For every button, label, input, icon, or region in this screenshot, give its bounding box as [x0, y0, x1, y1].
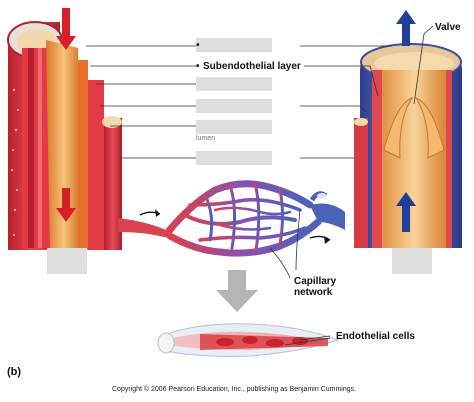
blank-label-box-4 [196, 120, 272, 134]
leader-lines [86, 25, 434, 346]
artery-flow-arrow-bottom [56, 188, 76, 222]
artery-flow-arrow-top [56, 8, 76, 50]
artery-lumen [46, 40, 82, 250]
copyright-notice: Copyright © 2006 Pearson Education, Inc.… [112, 386, 357, 393]
vein-lumen [382, 70, 446, 248]
blank-label-box-1 [196, 38, 272, 52]
capillary-network [164, 180, 322, 257]
artery [7, 8, 122, 250]
label-valve: Valve [435, 22, 461, 33]
vein-valve [383, 97, 414, 159]
magnify-arrow [216, 270, 258, 312]
blank-label-box-5 [196, 151, 272, 165]
capillary-detail [157, 323, 340, 357]
vein-flow-arrow-top [396, 10, 416, 46]
label-endothelial-cells: Endothelial cells [336, 331, 415, 342]
blank-label-box-vein [392, 248, 432, 274]
panel-label: (b) [7, 366, 22, 378]
blank-label-box-2 [196, 77, 272, 91]
label-capillary-network-line1: Capillary [294, 276, 337, 287]
vein-flow-arrow-bottom [396, 192, 416, 232]
label-subendothelial-layer: Subendothelial layer [203, 61, 301, 72]
blank-label-box-3 [196, 99, 272, 113]
arteriole [118, 218, 175, 240]
bullet-marker: • [196, 40, 200, 51]
label-capillary-network-line2: network [294, 287, 333, 298]
venule [310, 203, 345, 230]
bullet-marker-2: • [196, 61, 200, 72]
partial-label-fragment: lumen [196, 135, 216, 142]
blank-label-box-artery [47, 248, 87, 274]
vein [354, 10, 462, 248]
